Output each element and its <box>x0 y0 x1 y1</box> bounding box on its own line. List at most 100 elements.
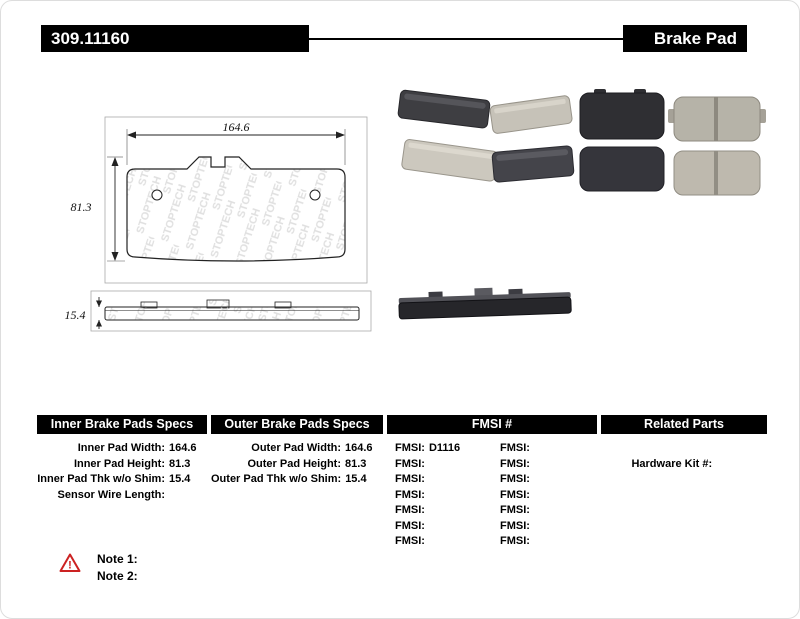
pad-ear <box>759 109 766 123</box>
fmsi-subcolumn-1: FMSI:D1116 FMSI: FMSI: FMSI: FMSI: FMSI:… <box>387 441 492 550</box>
fmsi-row: FMSI: <box>492 534 597 550</box>
fmsi-label: FMSI: <box>500 473 530 485</box>
spec-label: Outer Pad Height: <box>247 457 341 470</box>
spec-value: 15.4 <box>345 473 367 485</box>
related-label: Hardware Kit #: <box>631 457 713 470</box>
fmsi-column: FMSI # FMSI:D1116 FMSI: FMSI: FMSI: FMSI… <box>387 415 597 550</box>
fmsi-label: FMSI: <box>500 504 530 516</box>
spec-row: Outer Pad Thk w/o Shim: 15.4 <box>211 472 383 488</box>
page-title-box: Brake Pad <box>623 25 747 52</box>
pad-body <box>398 296 572 320</box>
spec-row: Sensor Wire Length: <box>37 488 207 504</box>
photo-pad-edge-view <box>398 287 572 320</box>
fmsi-label: FMSI: <box>395 473 425 485</box>
note-1-label: Note 1: <box>97 552 138 566</box>
fmsi-value <box>425 458 429 470</box>
spec-row: Inner Pad Thk w/o Shim: 15.4 <box>37 472 207 488</box>
photo-pads-angled-set <box>397 89 575 183</box>
spec-label: Inner Pad Width: <box>77 442 165 454</box>
part-number-box: 309.11160 <box>41 25 309 52</box>
inner-specs-header: Inner Brake Pads Specs <box>37 415 207 434</box>
spec-row: Inner Pad Height: 81.3 <box>37 457 207 473</box>
fmsi-header: FMSI # <box>387 415 597 434</box>
spec-label: Inner Pad Thk w/o Shim: <box>37 473 165 485</box>
spec-value: 81.3 <box>345 457 367 470</box>
fmsi-value <box>530 442 534 454</box>
header-bar: 309.11160 Brake Pad <box>41 25 747 52</box>
warning-icon: ! <box>59 553 81 572</box>
outer-specs-header: Outer Brake Pads Specs <box>211 415 383 434</box>
fmsi-value <box>425 473 429 485</box>
fmsi-label: FMSI: <box>395 442 425 454</box>
fmsi-value <box>530 504 534 516</box>
fmsi-label: FMSI: <box>500 457 530 470</box>
spec-label: Outer Pad Thk w/o Shim: <box>211 473 342 485</box>
fmsi-value <box>530 473 534 485</box>
fmsi-value <box>425 489 429 501</box>
fmsi-label: FMSI: <box>395 504 425 516</box>
spec-label: Outer Pad Width: <box>251 442 341 454</box>
fmsi-row: FMSI: <box>492 457 597 473</box>
related-parts-column: Related Parts Hardware Kit #: <box>601 415 767 488</box>
spec-row: Outer Pad Width: 164.6 <box>211 441 383 457</box>
pad-front-outline <box>126 156 346 262</box>
fmsi-label: FMSI: <box>500 442 530 454</box>
pad-hole-right <box>309 189 321 201</box>
page-title: Brake Pad <box>653 28 737 48</box>
spec-value: 164.6 <box>169 442 197 454</box>
pad-slot <box>714 151 718 195</box>
fmsi-value <box>425 520 429 532</box>
pad-ear <box>668 109 675 123</box>
spec-value: 81.3 <box>169 457 191 470</box>
fmsi-row: FMSI: <box>387 503 492 519</box>
fmsi-row: FMSI: <box>387 519 492 535</box>
fmsi-label: FMSI: <box>395 488 425 501</box>
fmsi-row: FMSI: <box>492 519 597 535</box>
fmsi-value <box>530 535 534 547</box>
pad-photo <box>489 95 573 134</box>
fmsi-row: FMSI: <box>387 457 492 473</box>
fmsi-value <box>425 535 429 547</box>
spec-label: Sensor Wire Length: <box>57 488 165 501</box>
fmsi-label: FMSI: <box>395 457 425 470</box>
fmsi-subcolumn-2: FMSI: FMSI: FMSI: FMSI: FMSI: FMSI: FMSI… <box>492 441 597 550</box>
shim-layer <box>398 292 571 304</box>
fmsi-label: FMSI: <box>395 535 425 547</box>
spec-row: Inner Pad Width: 164.6 <box>37 441 207 457</box>
fmsi-value <box>530 520 534 532</box>
fmsi-row: FMSI: <box>492 488 597 504</box>
fmsi-value: D1116 <box>428 442 461 454</box>
fmsi-row: FMSI: <box>492 472 597 488</box>
spec-row: Outer Pad Height: 81.3 <box>211 457 383 473</box>
related-parts-header: Related Parts <box>601 415 767 434</box>
svg-text:!: ! <box>68 560 72 572</box>
spec-value: 15.4 <box>169 473 191 485</box>
pad-photo <box>491 145 575 183</box>
fmsi-row: FMSI:D1116 <box>387 441 492 457</box>
pad-photo <box>401 139 499 182</box>
fmsi-row: FMSI: <box>387 472 492 488</box>
width-dimension: 164.6 <box>223 120 250 134</box>
fmsi-row: FMSI: <box>492 503 597 519</box>
spec-value <box>165 488 205 504</box>
pad-friction-face <box>579 92 665 140</box>
pad-side-outline <box>104 306 360 321</box>
fmsi-row: FMSI: <box>492 441 597 457</box>
note-2-label: Note 2: <box>97 569 138 583</box>
related-row: Hardware Kit #: <box>601 441 767 488</box>
fmsi-label: FMSI: <box>395 519 425 532</box>
pad-friction-face <box>579 146 665 192</box>
pad-slot <box>714 97 718 141</box>
pad-photo <box>397 89 491 129</box>
pad-hole-left <box>151 189 163 201</box>
thickness-dimension: 15.4 <box>65 308 86 322</box>
fmsi-label: FMSI: <box>500 488 530 501</box>
header-rule <box>309 37 623 40</box>
fmsi-row: FMSI: <box>387 534 492 550</box>
fmsi-value <box>425 504 429 516</box>
fmsi-value <box>530 458 534 470</box>
brake-pad-technical-drawing: STOPTECH STOPTECH 164.6 81.3 <box>65 116 372 332</box>
fmsi-label: FMSI: <box>500 535 530 547</box>
part-number: 309.11160 <box>51 28 130 48</box>
